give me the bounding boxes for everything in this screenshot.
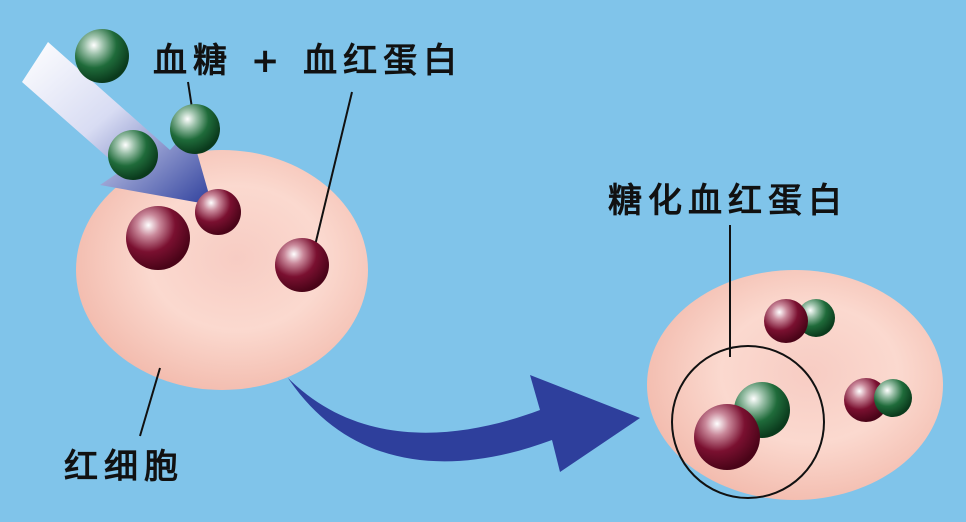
label-glycated-hemoglobin: 糖化血红蛋白 — [608, 181, 848, 221]
glycated-highlight-circle — [671, 345, 825, 499]
hemoglobin-molecule — [694, 404, 760, 470]
hemoglobin-molecule — [195, 189, 241, 235]
pointer-line-glucose — [187, 81, 193, 109]
transformation-arrow — [288, 375, 640, 472]
label-red-blood-cell: 红细胞 — [64, 447, 184, 487]
glucose-entry-arrow — [22, 42, 212, 205]
glucose-molecule — [108, 130, 158, 180]
pointer-line-red-cell — [139, 367, 161, 437]
hemoglobin-molecule — [126, 206, 190, 270]
pointer-line-hemoglobin — [311, 91, 353, 259]
hemoglobin-molecule — [764, 299, 808, 343]
glucose-molecule — [75, 29, 129, 83]
hemoglobin-molecule — [275, 238, 329, 292]
label-glucose-plus-hemoglobin: 血糖 + 血红蛋白 — [153, 41, 463, 81]
glucose-molecule — [874, 379, 912, 417]
glucose-molecule — [170, 104, 220, 154]
